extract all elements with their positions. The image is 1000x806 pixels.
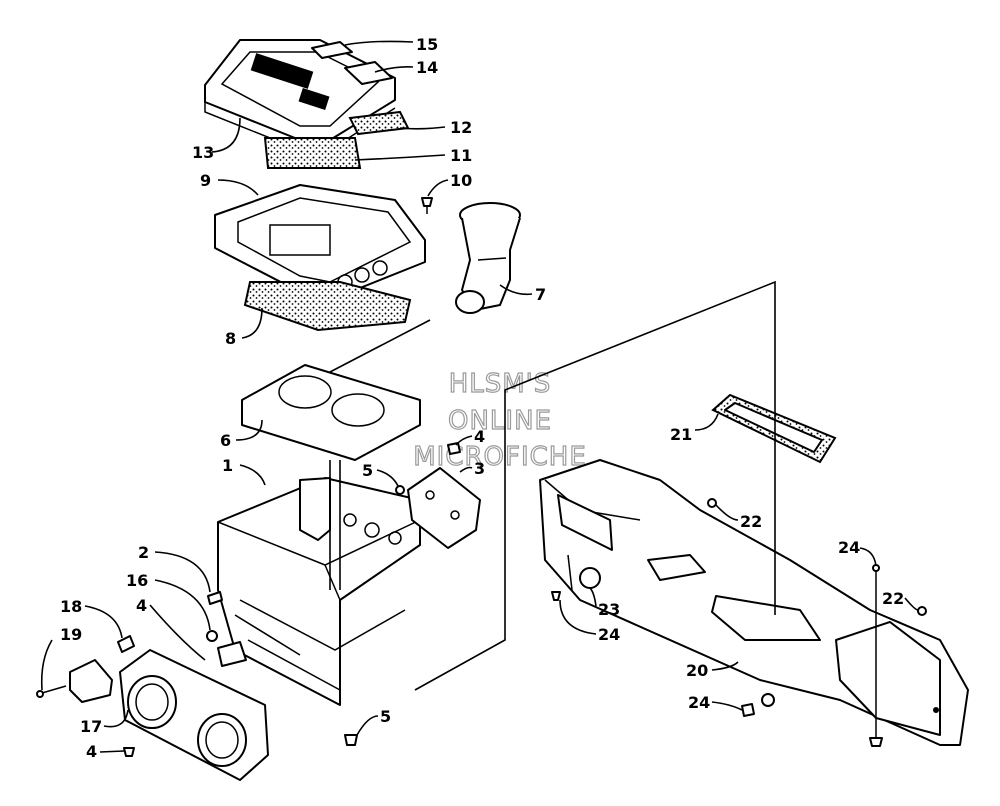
callout-19-label: 19	[60, 625, 82, 644]
callout-24-left-label: 24	[598, 625, 620, 644]
part-13-console-lid	[204, 39, 396, 151]
part-3-bracket	[407, 467, 481, 549]
callout-13-label: 13	[192, 143, 214, 162]
callout-9-label: 9	[200, 171, 211, 190]
part-24-screw-left	[551, 554, 573, 601]
callout-11-label: 11	[450, 146, 472, 165]
callout-17-label: 17	[80, 717, 102, 736]
callout-10-label: 10	[450, 171, 472, 190]
callout-8: 8	[225, 307, 263, 348]
part-5-bolt-bottom	[344, 734, 358, 746]
part-14-clip	[344, 61, 393, 85]
part-1-main-housing	[217, 477, 421, 706]
callout-1-label: 1	[222, 456, 233, 475]
callout-24-right: 24	[838, 538, 877, 567]
callout-7: 7	[499, 284, 546, 304]
part-22-nut-top	[707, 498, 717, 508]
callout-18: 18	[60, 597, 123, 639]
part-20-console-base	[539, 459, 969, 746]
callout-4-top-label: 4	[474, 427, 485, 446]
part-24-screw-right	[869, 564, 883, 747]
callout-12-label: 12	[450, 118, 472, 137]
callout-7-label: 7	[535, 285, 546, 304]
callout-6-label: 6	[220, 431, 231, 450]
callout-22-right: 22	[882, 589, 919, 611]
callout-24-left: 24	[559, 599, 620, 644]
callout-4-left: 4	[136, 596, 206, 661]
callout-2: 2	[138, 543, 211, 593]
callout-22-top-label: 22	[740, 512, 762, 531]
callout-1: 1	[222, 456, 266, 486]
part-front-bracket	[69, 659, 113, 703]
callout-5-bottom: 5	[356, 707, 391, 736]
callout-21: 21	[670, 413, 719, 444]
watermark: HLSM'S ONLINE MICROFICHE	[413, 368, 587, 472]
callout-17: 17	[80, 709, 129, 736]
callout-4-bottom: 4	[86, 742, 125, 761]
callout-13: 13	[192, 117, 241, 162]
part-4-nut-top	[447, 442, 461, 455]
callout-3-label: 3	[474, 459, 485, 478]
callout-16-label: 16	[126, 571, 148, 590]
callout-6: 6	[220, 419, 263, 450]
watermark-line-3: MICROFICHE	[413, 442, 587, 472]
callout-4-left-label: 4	[136, 596, 147, 615]
callout-11: 11	[354, 146, 472, 165]
callout-10: 10	[427, 171, 472, 197]
callout-22-top: 22	[715, 504, 762, 531]
callout-23: 23	[589, 587, 620, 619]
callout-5-top: 5	[362, 461, 399, 487]
part-7-elbow-duct	[455, 202, 521, 314]
part-24-screw-bottom	[741, 693, 775, 717]
part-5-bolt-top	[395, 485, 405, 495]
callout-16: 16	[126, 571, 211, 631]
part-19-screw	[36, 685, 67, 698]
part-4-screw-bottom	[123, 747, 135, 757]
callout-20-label: 20	[686, 661, 708, 680]
callout-18-label: 18	[60, 597, 82, 616]
callout-9: 9	[200, 171, 259, 196]
callout-24-bottom-label: 24	[688, 693, 710, 712]
watermark-line-2: ONLINE	[448, 406, 552, 436]
part-21-gasket-frame	[711, 393, 837, 464]
part-17-intake-panel	[119, 649, 269, 781]
callout-24-right-label: 24	[838, 538, 860, 557]
callout-3: 3	[459, 459, 485, 478]
part-4-nut-left	[217, 641, 247, 667]
callout-21-label: 21	[670, 425, 692, 444]
callout-23-label: 23	[598, 600, 620, 619]
part-15-strip	[311, 41, 353, 59]
callout-15: 15	[344, 35, 438, 54]
callout-4-top: 4	[455, 427, 485, 446]
part-8-foam-pad	[243, 281, 412, 332]
part-11-foam-pad	[263, 137, 362, 169]
part-23-grommet	[579, 567, 601, 589]
callout-4-bottom-label: 4	[86, 742, 97, 761]
assembly-lines	[234, 280, 776, 691]
callout-24-bottom: 24	[688, 693, 743, 712]
callout-22-right-label: 22	[882, 589, 904, 608]
part-18-spacer	[117, 635, 135, 653]
part-2-pin	[207, 591, 223, 605]
watermark-line-1: HLSM'S	[449, 369, 552, 399]
part-10-screw	[421, 197, 433, 214]
callout-14-label: 14	[416, 58, 438, 77]
part-22-nut-right	[917, 606, 927, 616]
callout-8-label: 8	[225, 329, 236, 348]
callout-15-label: 15	[416, 35, 438, 54]
callout-20: 20	[686, 661, 739, 680]
callout-5-bottom-label: 5	[380, 707, 391, 726]
callout-19: 19	[40, 625, 82, 691]
part-6-gasket-plate	[241, 364, 421, 461]
callout-12: 12	[399, 118, 472, 137]
callout-2-label: 2	[138, 543, 149, 562]
callout-5-top-label: 5	[362, 461, 373, 480]
part-16-grommet	[206, 630, 218, 642]
part-9-tray	[214, 184, 426, 301]
callout-14: 14	[374, 58, 438, 77]
